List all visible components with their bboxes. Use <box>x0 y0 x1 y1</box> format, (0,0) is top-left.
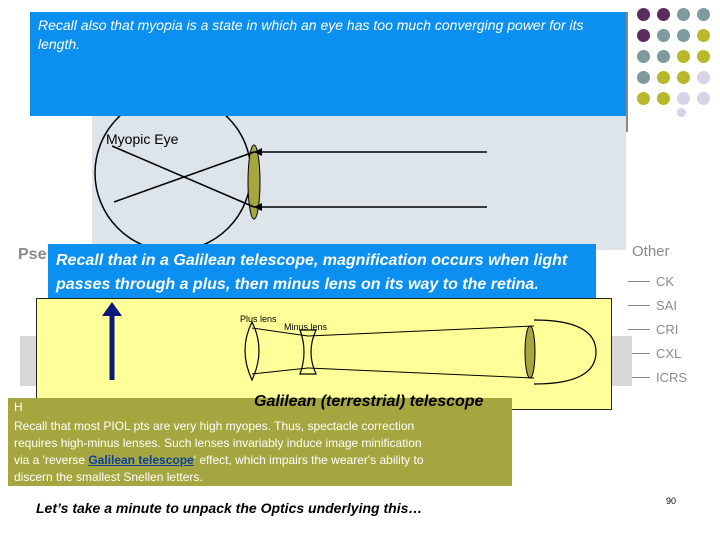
top-caption-text: Recall also that myopia is a state in wh… <box>38 17 584 52</box>
ray-bottom-converge <box>111 145 255 208</box>
olive-line: discern the smallest Snellen letters. <box>14 470 203 484</box>
ray <box>307 367 535 379</box>
left-list-label: Pse <box>18 246 47 263</box>
side-item: SAI <box>656 298 677 313</box>
side-item: ICRS <box>656 370 688 385</box>
olive-line-post: ' effect, which impairs the wearer's abi… <box>193 453 424 467</box>
gray-strip <box>20 336 36 386</box>
eye-lens <box>247 144 261 220</box>
galilean-caption-box: Recall that in a Galilean telescope, mag… <box>48 244 596 298</box>
ray-bottom-arrow <box>254 203 262 211</box>
minus-lens-label: Minus lens <box>284 322 328 332</box>
eye-outline <box>94 116 252 250</box>
ray <box>251 327 309 337</box>
side-item: CRI <box>656 322 679 337</box>
olive-heading: H <box>14 400 23 414</box>
telescope-panel <box>36 298 612 410</box>
olive-line: requires high-minus lenses. Such lenses … <box>14 436 422 450</box>
olive-line-pre: via a 'reverse <box>14 453 89 467</box>
galilean-caption-text: Recall that in a Galilean telescope, mag… <box>56 252 568 293</box>
side-tick <box>628 377 650 378</box>
vertical-divider <box>626 12 628 132</box>
plus-lens <box>244 320 260 382</box>
olive-text-box: Recall that most PIOL pts are very high … <box>8 398 512 486</box>
myopic-eye-panel <box>92 116 626 250</box>
myopic-eye-diagram <box>94 116 487 250</box>
side-item: CXL <box>656 346 682 361</box>
side-tick <box>628 281 650 282</box>
plus-lens-label: Plus lens <box>240 314 277 324</box>
top-caption-box: Recall also that myopia is a state in wh… <box>30 12 628 116</box>
galilean-telescope-link[interactable]: Galilean telescope <box>88 453 194 467</box>
ray <box>307 325 535 337</box>
telescope-diagram <box>102 302 597 385</box>
side-tick <box>628 329 650 330</box>
telescope-title: Galilean (terrestrial) telescope <box>254 393 484 410</box>
eye-outline <box>533 319 597 385</box>
olive-line: Recall that most PIOL pts are very high … <box>14 419 415 433</box>
side-list-heading: Other <box>632 243 670 260</box>
dot-grid <box>636 8 716 118</box>
bottom-caption: Let’s take a minute to unpack the Optics… <box>36 500 423 516</box>
panel-title: Myopic Eye <box>106 131 179 147</box>
minus-lens <box>299 329 317 375</box>
side-tick <box>628 353 650 354</box>
page-number: 90 <box>666 496 677 506</box>
object-arrow-head <box>102 302 122 316</box>
eye-lens <box>524 325 536 379</box>
ray-top-arrow <box>254 148 262 156</box>
ray <box>251 367 309 375</box>
side-tick <box>628 305 650 306</box>
side-item: CK <box>656 274 675 289</box>
olive-line: via a 'reverse Galilean telescope' effec… <box>14 452 506 469</box>
gray-strip-right <box>612 336 632 386</box>
